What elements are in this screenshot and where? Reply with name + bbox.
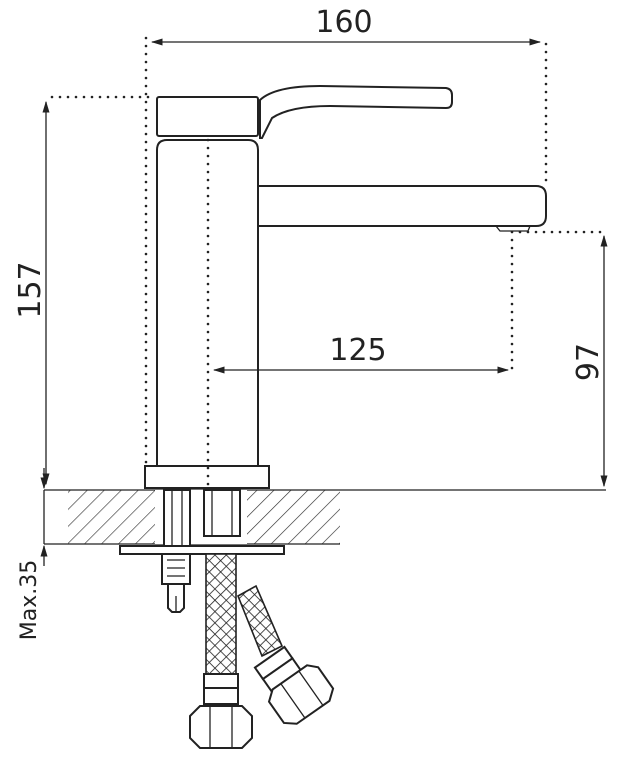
mounting-hardware [119,489,285,613]
max-thickness-label: Max.35 [17,560,42,640]
braided-hose-straight [189,553,253,749]
extension-lines [50,36,608,492]
height-dimension-label: 157 [13,261,48,318]
spout-height-dimension-label: 97 [571,343,606,381]
dimension-lines [40,38,608,566]
reach-dimension-label: 125 [329,333,386,368]
faucet-body [144,84,547,489]
width-dimension-label: 160 [315,5,372,40]
countertop [44,489,606,545]
braided-hose-angled [236,584,335,725]
